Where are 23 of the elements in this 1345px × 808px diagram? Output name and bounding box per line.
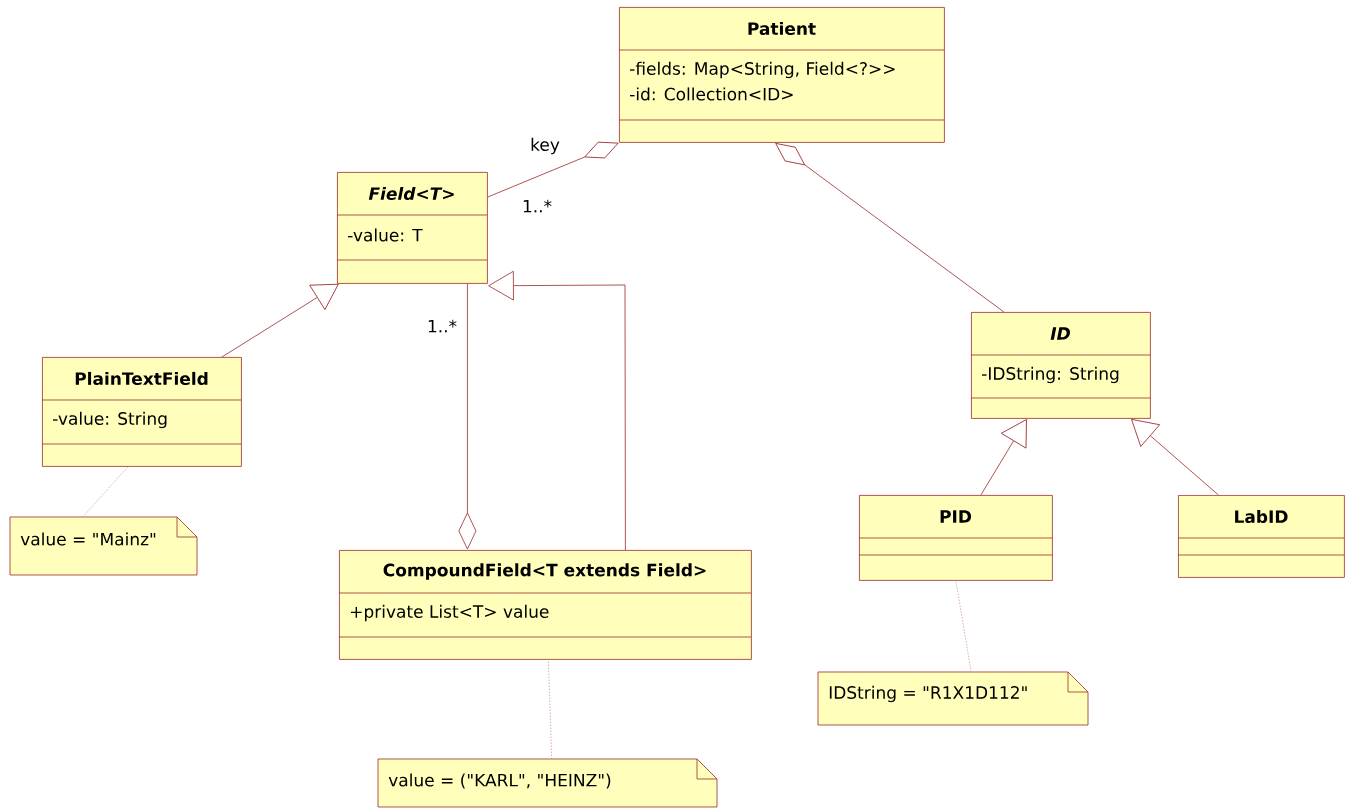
- class-box: Field<T> -value: T: [336, 172, 488, 284]
- note-box: value = ("KARL", "HEINZ"): [377, 758, 718, 808]
- aggregation-line: [458, 283, 477, 550]
- note-box: IDString = "R1X1D112": [817, 671, 1089, 726]
- class-box: LabID: [1177, 495, 1345, 578]
- aggregation-line: [775, 142, 1005, 313]
- inheritance-arrow: [980, 419, 1027, 496]
- note-box: value = "Mainz": [9, 516, 198, 576]
- class-box: Patient -fields: Map<String, Field<?>> -id: Collection<ID>: [618, 7, 945, 143]
- note-link: [548, 659, 553, 760]
- class-box: PID: [858, 495, 1053, 581]
- inheritance-arrow: [488, 270, 626, 551]
- class-box: PlainTextField -value: String: [41, 357, 242, 467]
- association-label: 1..*: [428, 319, 457, 333]
- note-link: [955, 580, 972, 673]
- class-box: ID -IDString: String: [970, 312, 1151, 419]
- class-box: CompoundField<T extends Field> +private List<T> value: [338, 550, 752, 660]
- association-label: 1..*: [523, 199, 552, 213]
- note-link: [82, 466, 129, 518]
- inheritance-arrow: [1131, 418, 1219, 496]
- aggregation-line: [487, 141, 619, 198]
- association-label: key: [531, 137, 560, 155]
- inheritance-arrow: [221, 283, 339, 358]
